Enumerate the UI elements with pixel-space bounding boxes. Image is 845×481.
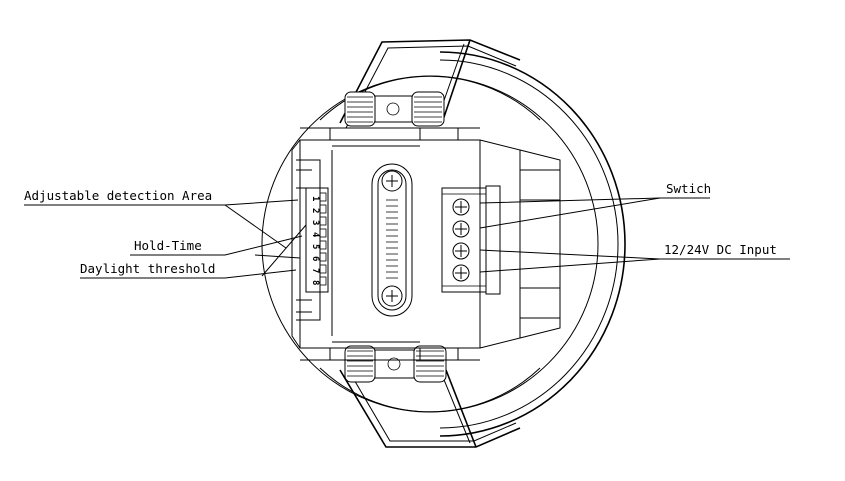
inner-frame bbox=[291, 127, 481, 361]
top-mount-screw-slot bbox=[386, 175, 398, 187]
dip-switch-toggle bbox=[319, 192, 327, 202]
lens-strip-inner bbox=[377, 169, 407, 311]
terminal-screw-3 bbox=[452, 242, 470, 260]
dip-switch-numbers: 1 2 3 4 5 6 7 8 bbox=[310, 192, 327, 286]
dip-switch-toggle bbox=[319, 264, 327, 274]
terminal-screw-1 bbox=[452, 198, 470, 216]
terminal-screw-4 bbox=[452, 264, 470, 282]
leader-hold-time bbox=[130, 235, 303, 256]
bottom-right-spring-windings bbox=[416, 350, 444, 377]
bottom-spring-clip bbox=[339, 345, 521, 448]
label-dc-input: 12/24V DC Input bbox=[664, 242, 777, 257]
terminal-block-lines bbox=[442, 193, 486, 287]
leader-switch-2 bbox=[479, 197, 661, 229]
dip-number: 2 bbox=[310, 208, 320, 213]
frame-left-notches bbox=[296, 169, 312, 313]
dip-number: 6 bbox=[310, 256, 320, 261]
bottom-clip-wire-right bbox=[445, 369, 477, 448]
frame-top-bottom-bars bbox=[300, 127, 480, 361]
outer-housing bbox=[261, 51, 626, 437]
label-switch: Swtich bbox=[666, 181, 711, 196]
dip-switch-toggle bbox=[319, 276, 327, 286]
housing-outer-rim bbox=[439, 51, 626, 437]
label-hold-time: Hold-Time bbox=[134, 238, 202, 253]
top-right-spring-windings bbox=[414, 96, 442, 123]
dip-number: 1 bbox=[310, 196, 320, 201]
terminal-housing-ribs bbox=[520, 169, 560, 319]
dip-number: 4 bbox=[310, 232, 320, 238]
dip-switch-toggle bbox=[319, 204, 327, 214]
terminal-housing bbox=[441, 139, 561, 349]
dip-number: 8 bbox=[310, 280, 320, 285]
right-leader-lines bbox=[479, 197, 790, 273]
bottom-mount-screw bbox=[381, 285, 403, 307]
lens-strip-segments bbox=[386, 199, 398, 279]
top-clip-pin bbox=[386, 102, 400, 116]
leader-daylight bbox=[80, 269, 297, 279]
dip-switch-body bbox=[305, 187, 329, 293]
frame-left-edge bbox=[291, 139, 301, 349]
top-clip-hinge bbox=[374, 95, 413, 123]
terminal-block-back bbox=[485, 185, 501, 295]
dip-switch-toggle bbox=[319, 252, 327, 262]
label-daylight-threshold: Daylight threshold bbox=[80, 261, 215, 276]
terminal-block bbox=[441, 187, 487, 293]
bottom-clip-wire-outer bbox=[339, 369, 521, 448]
dip-number: 7 bbox=[310, 268, 320, 273]
leader-switch-1 bbox=[479, 197, 710, 204]
top-mount-screw bbox=[381, 170, 403, 192]
dip-switch-toggle bbox=[319, 228, 327, 238]
bottom-clip-pin bbox=[387, 357, 401, 371]
bottom-mount-screw-slot bbox=[386, 290, 398, 302]
top-clip-wire-right bbox=[441, 39, 471, 124]
frame-left-rail bbox=[296, 159, 321, 321]
leader-dc-2 bbox=[479, 258, 661, 273]
dip-switch: 1 2 3 4 5 6 7 8 bbox=[305, 187, 329, 293]
center-lens-strip bbox=[371, 163, 413, 317]
leader-crossing-lines bbox=[224, 204, 307, 277]
dip-switch-toggle bbox=[319, 216, 327, 226]
terminal-housing-side bbox=[479, 139, 521, 349]
frame-posts bbox=[329, 128, 459, 360]
top-clip-wire-outer bbox=[339, 39, 521, 124]
housing-inner-rim bbox=[439, 59, 619, 429]
top-clip-wire-inner bbox=[345, 45, 517, 129]
label-detection-area: Adjustable detection Area bbox=[24, 188, 212, 203]
dip-number: 5 bbox=[310, 244, 320, 249]
dip-switch-toggle bbox=[319, 240, 327, 250]
left-leader-lines bbox=[24, 199, 307, 279]
bottom-clip-hinge bbox=[374, 349, 415, 379]
lens-strip-outer bbox=[371, 163, 413, 317]
bottom-clip-wire-inner bbox=[345, 365, 517, 442]
bottom-clip-wire-right-inner bbox=[439, 369, 471, 444]
terminal-housing-outer bbox=[519, 149, 561, 339]
housing-bottom-lip bbox=[319, 367, 541, 413]
top-left-spring-windings bbox=[347, 96, 373, 123]
frame-inner-lines bbox=[332, 145, 420, 343]
dip-number: 3 bbox=[310, 220, 320, 225]
terminal-screws bbox=[452, 198, 470, 282]
terminal-screw-2 bbox=[452, 220, 470, 238]
top-spring-clip bbox=[339, 39, 521, 129]
bottom-left-spring-windings bbox=[347, 350, 373, 377]
